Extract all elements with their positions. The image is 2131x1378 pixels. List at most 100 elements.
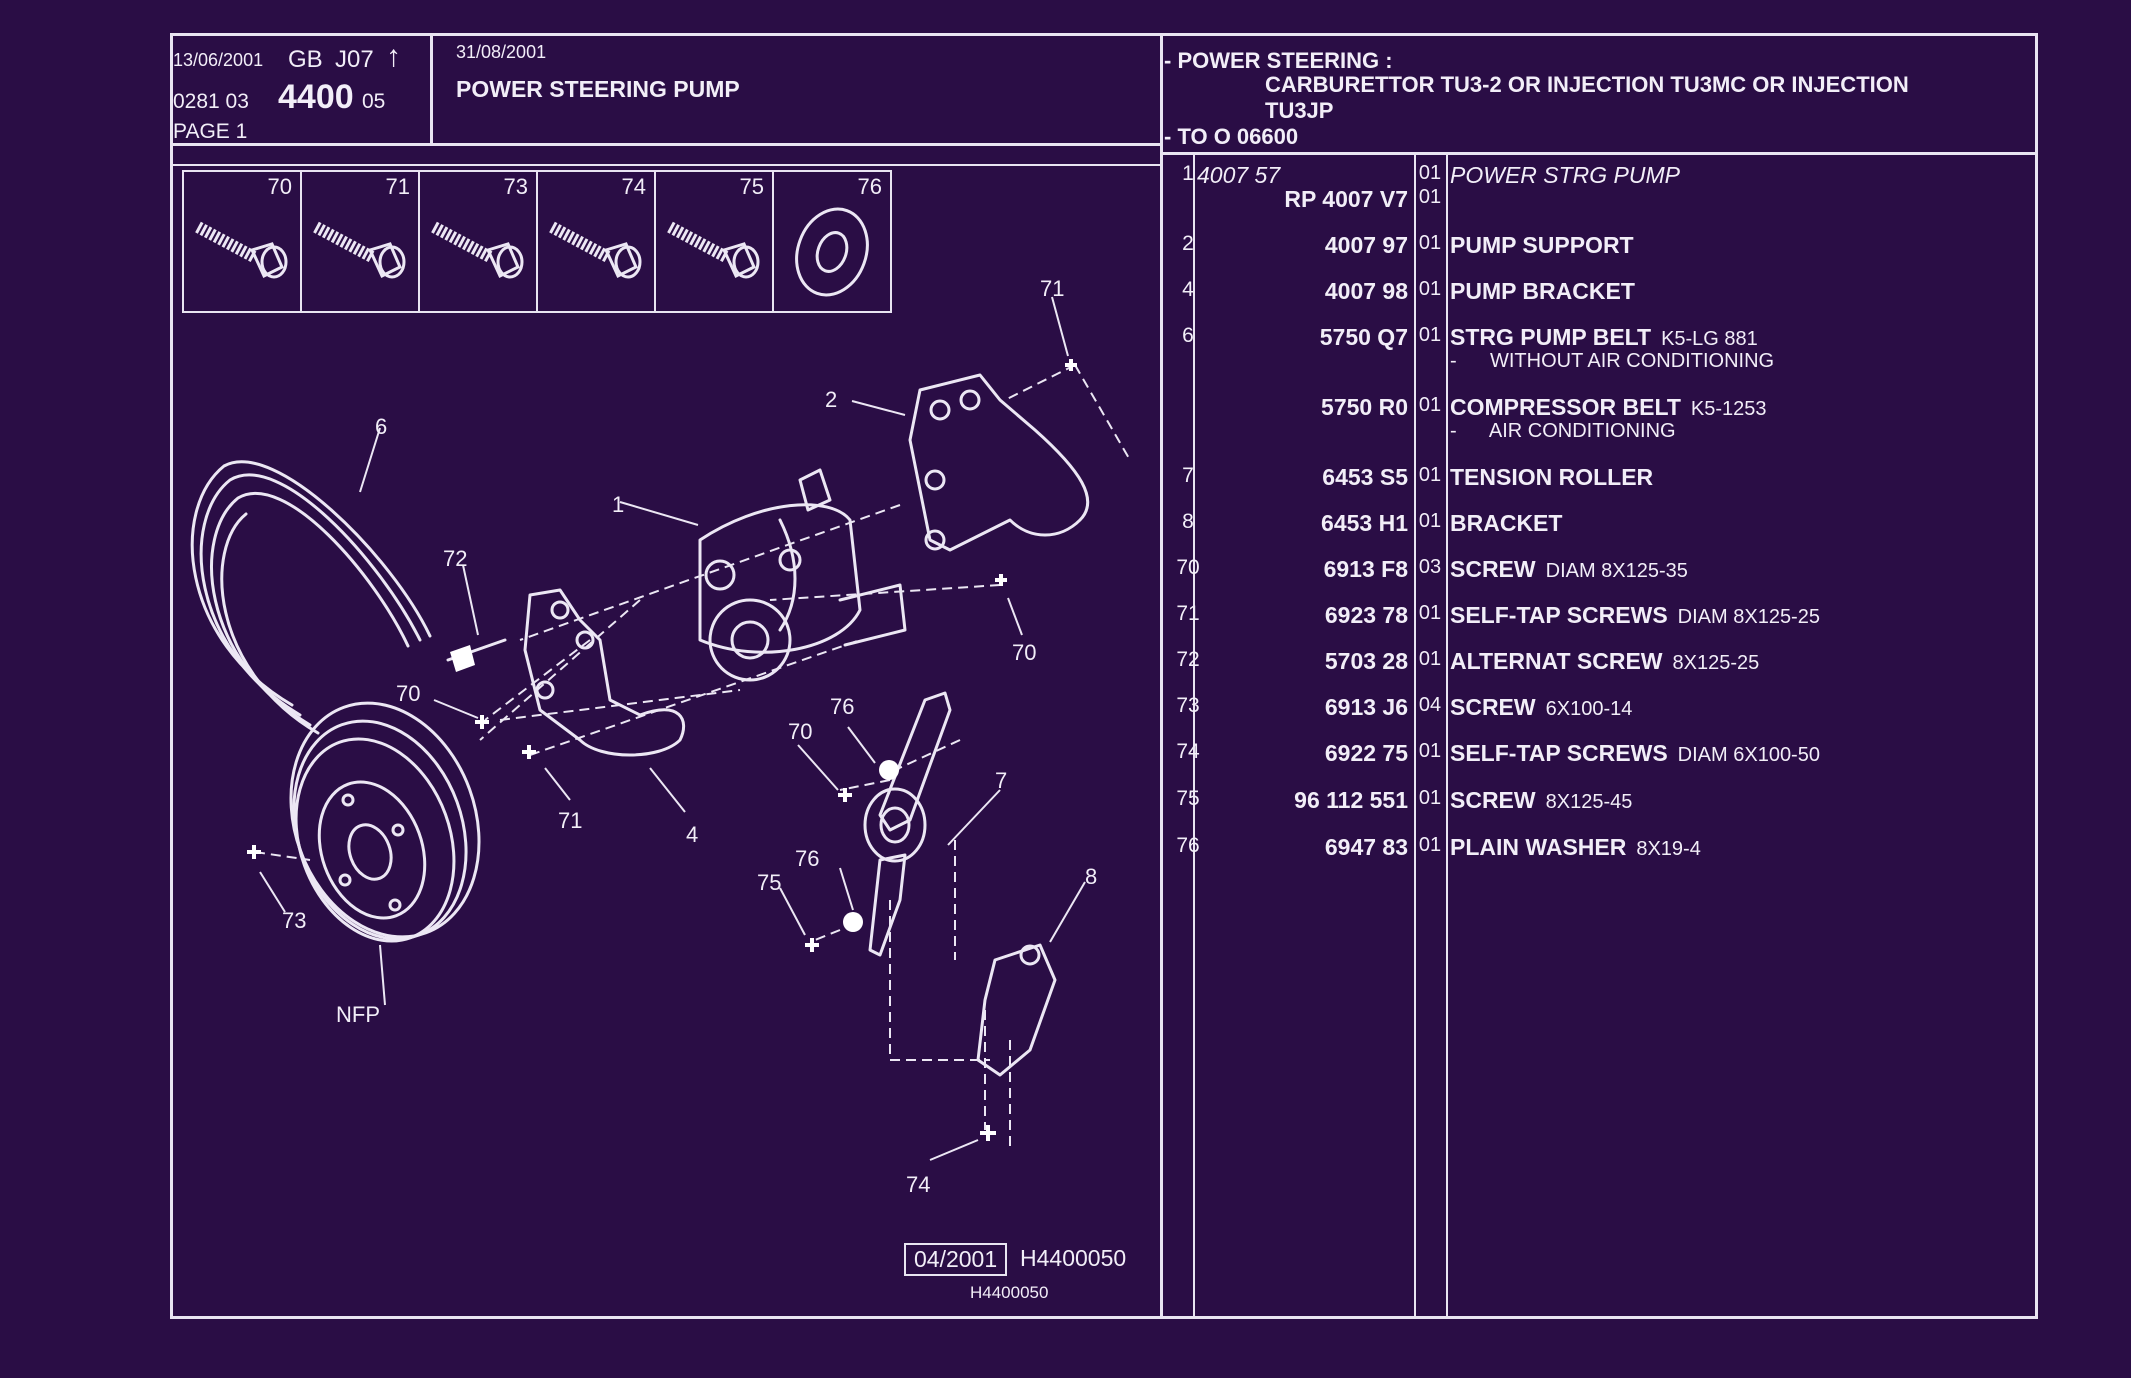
- figure-reference-small: H4400050: [970, 1283, 1049, 1302]
- part-quantity: 01: [1418, 186, 1442, 208]
- screw-icon: [667, 221, 760, 279]
- part-description-text: SELF-TAP SCREWS: [1450, 602, 1668, 628]
- callout-71-bottom: 71: [558, 808, 583, 833]
- part-description-text: SCREW: [1450, 694, 1536, 720]
- reference-suffix: 05: [362, 90, 386, 113]
- thumbnail-label: 76: [857, 174, 882, 199]
- part-quantity: 01: [1418, 232, 1442, 254]
- part-specification: K5-LG 881: [1661, 328, 1758, 350]
- header-divider-right: [1160, 152, 2038, 155]
- part-description-text: TENSION ROLLER: [1450, 464, 1654, 490]
- reference-prefix: 0281 03: [173, 90, 249, 113]
- part-description: PUMP BRACKET: [1450, 278, 1635, 305]
- callout-nfp: NFP: [336, 1002, 380, 1027]
- figure-frame-top: [170, 164, 1160, 166]
- reference-main: 4400: [278, 78, 354, 116]
- part-reference: 5703 28: [1324, 648, 1408, 674]
- thumbnail-label: 74: [621, 174, 646, 199]
- part-quantity: 01: [1418, 278, 1442, 300]
- column-divider-desc: [1446, 152, 1448, 1319]
- callout-76-top: 76: [830, 694, 855, 719]
- part-reference: 4007 98: [1324, 278, 1408, 304]
- column-divider-main: [1160, 33, 1163, 1319]
- part-item-number: 75: [1176, 787, 1200, 810]
- part-reference: 4007 97: [1324, 232, 1408, 258]
- edition-box: 04/2001: [904, 1243, 1008, 1276]
- callout-75: 75: [757, 870, 782, 895]
- part-item-number: 4: [1182, 278, 1194, 301]
- application-line-3: TU3JP: [1265, 98, 1334, 123]
- part-reference: 6922 75: [1324, 740, 1408, 766]
- screw-icon: [195, 221, 288, 279]
- part-description-text: PUMP BRACKET: [1450, 278, 1635, 304]
- part-specification: 8X19-4: [1636, 838, 1701, 860]
- page-number: PAGE 1: [173, 120, 248, 143]
- part-description-text: SCREW: [1450, 787, 1536, 813]
- part-note: - WITHOUT AIR CONDITIONING: [1450, 350, 1775, 372]
- thumbnail-76: 76: [772, 170, 892, 313]
- part-reference: 6923 78: [1324, 602, 1408, 628]
- revision-date: 31/08/2001: [456, 42, 547, 62]
- part-quantity: 01: [1418, 834, 1442, 856]
- part-reference: 6947 83: [1324, 834, 1408, 860]
- part-item-number: 8: [1182, 510, 1194, 533]
- part-item-number: 6: [1182, 324, 1194, 347]
- application-line-2: CARBURETTOR TU3-2 OR INJECTION TU3MC OR …: [1265, 72, 1909, 97]
- callout-6: 6: [375, 414, 388, 439]
- thumbnail-label: 75: [739, 174, 764, 199]
- part-specification: 8X125-45: [1545, 791, 1633, 813]
- figure-frame-left: [170, 164, 172, 1319]
- part-description: STRG PUMP BELT K5-LG 881: [1450, 324, 1758, 351]
- part-specification: 8X125-25: [1672, 652, 1760, 674]
- part-reference: 5750 R0: [1321, 394, 1408, 420]
- part-description-text: PUMP SUPPORT: [1450, 232, 1634, 258]
- up-arrow-icon: ↑: [386, 40, 401, 73]
- crank-pulley-drawing: [289, 701, 481, 943]
- part-quantity: 01: [1418, 394, 1442, 416]
- country-code: GB: [288, 46, 323, 73]
- part-description-text: COMPRESSOR BELT: [1450, 394, 1681, 420]
- pump-drawing: [698, 468, 907, 682]
- column-divider-qty: [1414, 152, 1416, 1319]
- part-reference: 6453 S5: [1322, 464, 1408, 490]
- part-description-text: ALTERNAT SCREW: [1450, 648, 1663, 674]
- part-item-number: 72: [1176, 648, 1200, 671]
- part-item-number: 2: [1182, 232, 1194, 255]
- part-quantity: 01: [1418, 787, 1442, 809]
- part-quantity: 01: [1418, 464, 1442, 486]
- thumbnail-label: 71: [385, 174, 410, 199]
- part-item-number: 1: [1182, 162, 1194, 185]
- part-reference: 4007 57: [1197, 162, 1281, 188]
- belt-drawing: [190, 460, 432, 735]
- part-quantity: 01: [1418, 510, 1442, 532]
- part-description: BRACKET: [1450, 510, 1562, 537]
- part-description-text: STRG PUMP BELT: [1450, 324, 1652, 350]
- callout-76-bottom: 76: [795, 846, 820, 871]
- part-reference: 5750 Q7: [1319, 324, 1408, 350]
- part-description: ALTERNAT SCREW 8X125-25: [1450, 648, 1759, 675]
- part-description: PUMP SUPPORT: [1450, 232, 1634, 259]
- pump-support-drawing: [908, 373, 1090, 552]
- vehicle-code: J07: [335, 46, 374, 73]
- callout-1: 1: [612, 492, 625, 517]
- part-description: POWER STRG PUMP: [1450, 162, 1680, 189]
- part-quantity: 01: [1418, 602, 1442, 624]
- part-description: SELF-TAP SCREWS DIAM 8X125-25: [1450, 602, 1820, 629]
- part-specification: DIAM 8X125-25: [1677, 606, 1820, 628]
- thumbnail-label: 73: [503, 174, 528, 199]
- callout-73: 73: [282, 908, 307, 933]
- callout-4: 4: [686, 822, 699, 847]
- part-reference: RP 4007 V7: [1284, 186, 1408, 212]
- application-line-4: - TO O 06600: [1164, 124, 1299, 149]
- part-description: SCREW 8X125-45: [1450, 787, 1632, 814]
- part-note: - AIR CONDITIONING: [1450, 420, 1676, 442]
- part-description: TENSION ROLLER: [1450, 464, 1653, 491]
- part-quantity: 01: [1418, 648, 1442, 670]
- header-split: [430, 33, 433, 145]
- part-item-number: 73: [1176, 694, 1200, 717]
